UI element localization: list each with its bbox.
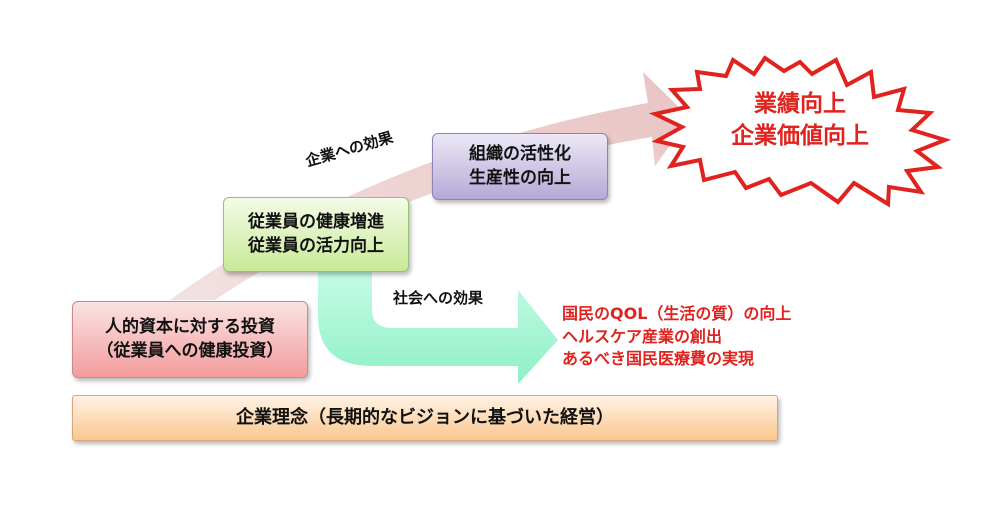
social-effect-item: 国民のQOL（生活の質）の向上: [562, 304, 792, 323]
organization-line-1: 組織の活性化: [469, 144, 571, 165]
investment-line-1: 人的資本に対する投資: [105, 317, 275, 338]
social-effect-item: あるべき国民医療費の実現: [562, 349, 755, 369]
health-line-1: 従業員の健康増進: [248, 212, 384, 233]
health-line-2: 従業員の活力向上: [248, 235, 384, 256]
organization-activation-box: 組織の活性化 生産性の向上: [432, 133, 608, 200]
philosophy-text: 企業理念（長期的なビジョンに基づいた経営）: [236, 406, 614, 428]
corporate-philosophy-bar: 企業理念（長期的なビジョンに基づいた経営）: [72, 395, 778, 441]
social-effect-arrow: [318, 270, 558, 384]
social-effect-label: 社会への効果: [393, 289, 484, 307]
social-effect-item: ヘルスケア産業の創出: [562, 326, 723, 346]
employee-health-box: 従業員の健康増進 従業員の活力向上: [223, 197, 409, 272]
organization-line-2: 生産性の向上: [469, 167, 571, 188]
social-effects-list: 国民のQOL（生活の質）の向上 ヘルスケア産業の創出 あるべき国民医療費の実現: [562, 303, 791, 371]
result-line-1: 業績向上: [754, 91, 846, 117]
investment-line-2: （従業員への健康投資）: [96, 340, 284, 361]
starburst-shape: [648, 55, 952, 208]
result-text: 業績向上 企業価値向上: [672, 88, 928, 152]
result-line-2: 企業価値向上: [731, 123, 869, 150]
human-capital-investment-box: 人的資本に対する投資 （従業員への健康投資）: [72, 301, 308, 378]
